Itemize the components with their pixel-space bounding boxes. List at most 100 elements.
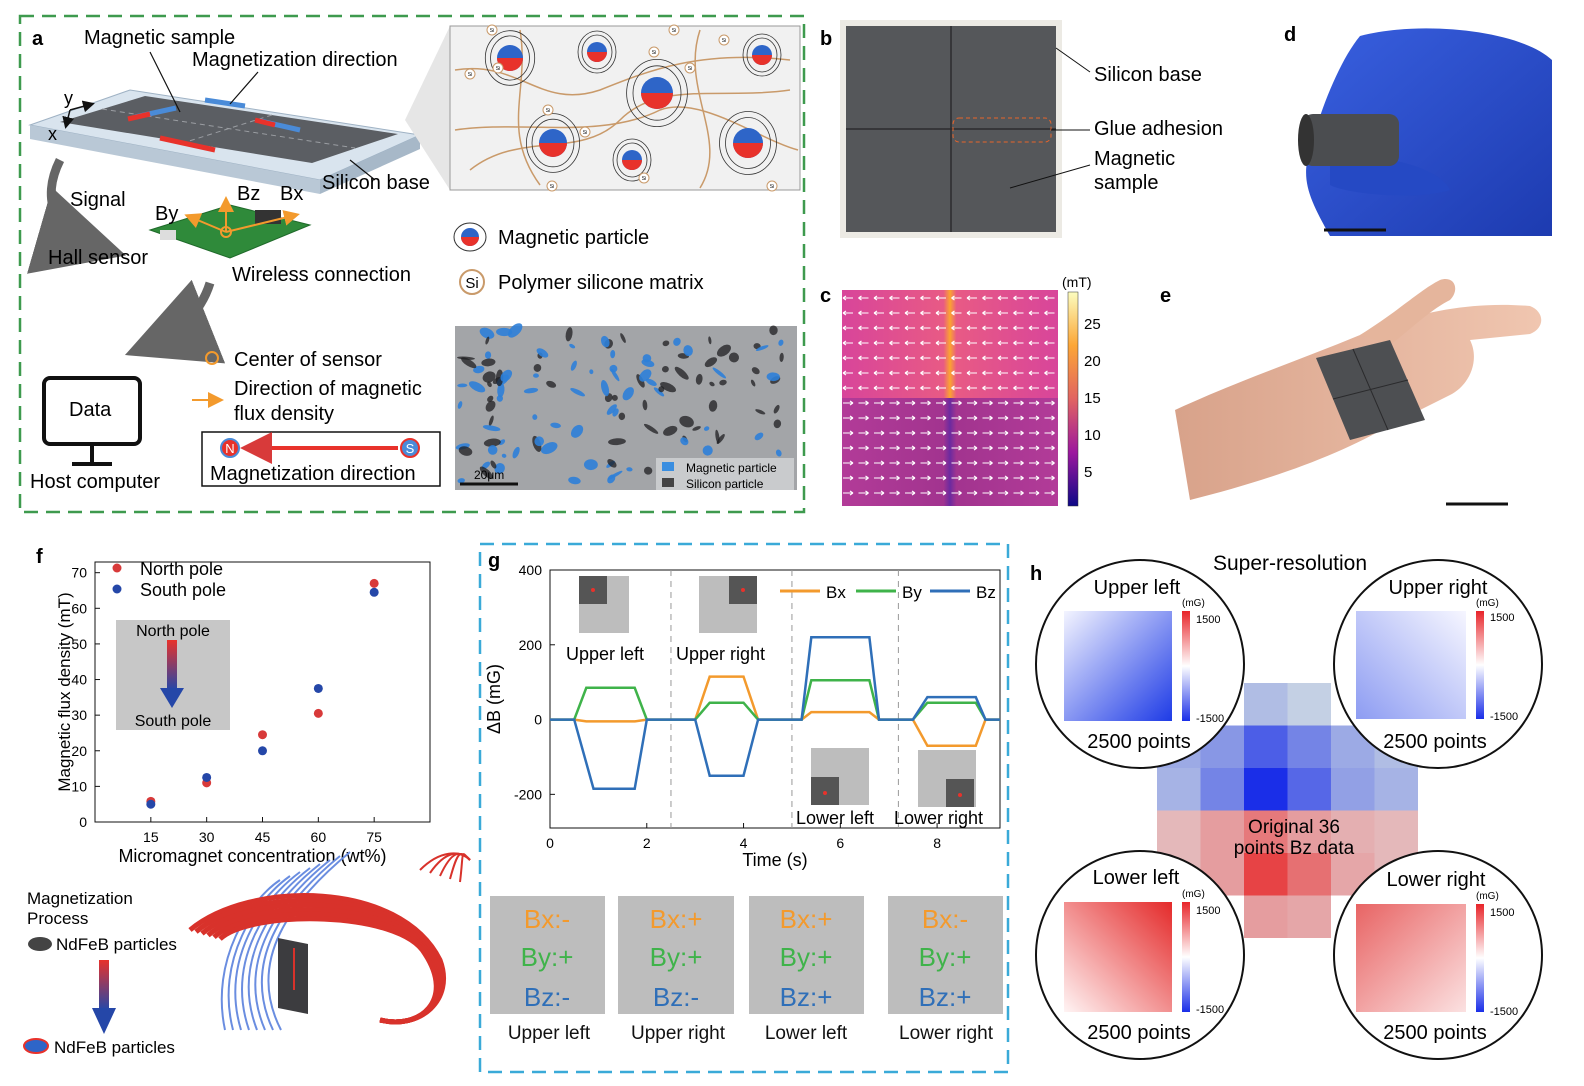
bz-grid-cell xyxy=(1200,768,1244,811)
field-vector xyxy=(1029,460,1040,466)
field-vector xyxy=(951,370,962,376)
micro-particle xyxy=(484,351,492,359)
colorbar-c xyxy=(1067,291,1079,507)
micro-particle xyxy=(769,325,778,336)
micro-particle xyxy=(715,429,720,444)
micro-particle xyxy=(663,425,678,436)
micro-particle xyxy=(569,343,576,349)
micro-particle xyxy=(708,400,718,412)
circle-upper-left: Upper left 2500 points (mG) 1500 -1500 xyxy=(1035,559,1245,769)
magnetic-particle xyxy=(484,30,536,86)
micro-particle xyxy=(570,388,586,397)
si-node: Si xyxy=(579,126,591,138)
micro-particle xyxy=(570,424,584,438)
field-vector xyxy=(1028,370,1039,376)
field-vector xyxy=(998,400,1009,406)
field-vector xyxy=(889,325,900,331)
panel-letter-h: h xyxy=(1030,563,1042,585)
chart-g-xtick-label: 0 xyxy=(546,835,554,851)
micro-particle xyxy=(487,395,494,403)
field-vector xyxy=(1029,400,1040,406)
cbar-upper-right xyxy=(1476,611,1484,719)
series-line-by xyxy=(550,679,1000,721)
field-vector xyxy=(920,490,931,496)
field-vector xyxy=(873,325,884,331)
pole-inset-arrowhead xyxy=(160,688,184,708)
field-vector xyxy=(936,445,947,451)
field-vector xyxy=(843,445,854,451)
field-vector xyxy=(920,460,931,466)
field-vector xyxy=(1013,475,1024,481)
field-vector xyxy=(1013,445,1024,451)
field-vector xyxy=(842,340,853,346)
chart-f-ytick-label: 0 xyxy=(79,814,87,830)
card-ll-bx: Bx:+ xyxy=(780,904,833,934)
micro-legend-gray-icon xyxy=(662,478,674,487)
field-line-red xyxy=(459,853,471,883)
micro-particle xyxy=(674,366,689,380)
field-vector xyxy=(1013,355,1024,361)
mag-arrow-3 xyxy=(159,135,216,153)
field-vector xyxy=(842,325,853,331)
legend-north-marker xyxy=(112,563,122,573)
field-line-blue xyxy=(234,871,301,1031)
field-vector xyxy=(967,400,978,406)
mag-arrow-2 xyxy=(204,97,246,109)
field-vector xyxy=(904,385,915,391)
micro-particle xyxy=(495,369,504,387)
map-upper-right xyxy=(1356,611,1466,719)
field-vector xyxy=(874,400,885,406)
inset-upper-right xyxy=(699,576,757,633)
field-vector xyxy=(889,400,900,406)
legend-bz-label: Bz xyxy=(976,583,996,602)
legend-south-label: South pole xyxy=(140,580,226,600)
panel-a: a Magnetic sample Magnetization directio… xyxy=(18,14,806,514)
field-vector xyxy=(935,325,946,331)
pole-n-label: N xyxy=(225,441,234,456)
micro-particle xyxy=(473,365,485,374)
pole-inset-top: North pole xyxy=(136,623,210,640)
bz-grid-cell xyxy=(1244,725,1288,768)
field-vector xyxy=(997,385,1008,391)
chart-f-ytick-label: 70 xyxy=(71,565,87,581)
field-vector xyxy=(920,355,931,361)
field-vector xyxy=(843,430,854,436)
cbar-lower-left xyxy=(1182,902,1190,1012)
panel-letter-f: f xyxy=(36,546,43,568)
bz-grid-cell xyxy=(1244,810,1288,853)
field-vector xyxy=(889,355,900,361)
field-vector xyxy=(951,400,962,406)
si-node: Si xyxy=(718,34,730,46)
chart-f-xtick-label: 30 xyxy=(199,829,215,845)
by-arrow xyxy=(184,213,227,233)
micro-particle xyxy=(532,414,538,420)
micro-particle xyxy=(683,345,693,357)
panel-letter-c: c xyxy=(820,285,831,307)
field-vector xyxy=(889,460,900,466)
micro-particle xyxy=(540,442,558,455)
sign-card-lower-left: Bx:+ By:+ Bz:+ Lower left xyxy=(749,896,864,1044)
sign-card-upper-right: Bx:+ By:+ Bz:- Upper right xyxy=(618,896,734,1044)
circle-lr-min: -1500 xyxy=(1490,1006,1518,1018)
ndfeb-gray-icon xyxy=(28,937,52,951)
circle-ul-title: Upper left xyxy=(1094,577,1181,599)
field-vector xyxy=(966,370,977,376)
micro-particle xyxy=(639,369,652,382)
field-vector xyxy=(982,310,993,316)
circle-ll-min: -1500 xyxy=(1196,1004,1224,1016)
label-wireless: Wireless connection xyxy=(232,264,411,286)
micro-particle xyxy=(457,478,465,484)
axis-x-label: x xyxy=(48,124,57,144)
label-b-silicon: Silicon base xyxy=(1094,64,1202,86)
magnetic-particle xyxy=(612,138,652,182)
chart-g-xlabel: Time (s) xyxy=(742,850,807,870)
field-vector xyxy=(967,415,978,421)
panel-h: h Super-resolution Original 36 points Bz… xyxy=(1030,552,1543,1060)
field-map-top xyxy=(842,290,1058,398)
card-lr-bz: Bz:+ xyxy=(919,982,972,1012)
field-vector xyxy=(1028,355,1039,361)
circle-ur-unit: (mG) xyxy=(1476,598,1499,609)
micro-particle xyxy=(507,323,523,338)
micro-particle xyxy=(608,438,626,446)
